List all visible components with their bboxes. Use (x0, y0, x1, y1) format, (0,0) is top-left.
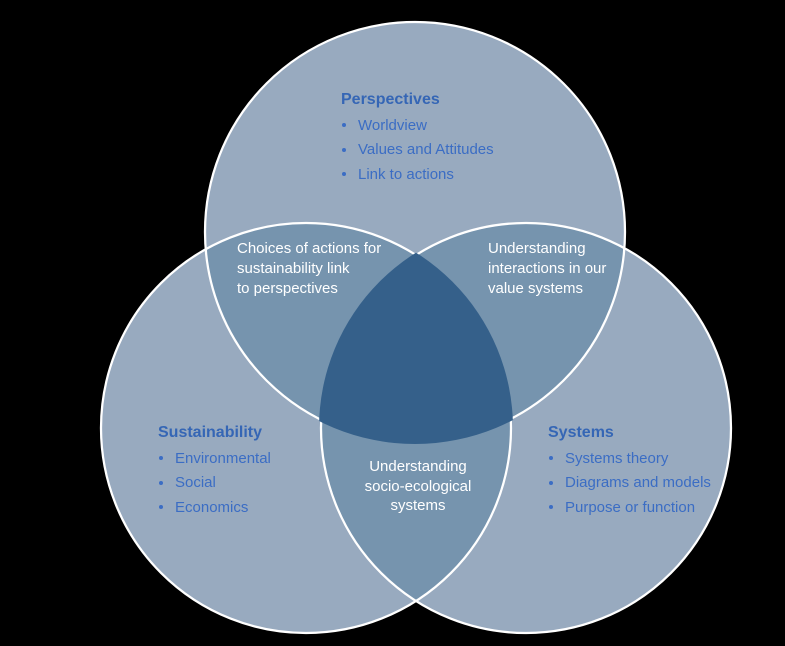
bullet-icon (549, 456, 553, 461)
outline-systems (319, 221, 733, 635)
bullet-icon (342, 172, 346, 177)
bullet-icon (342, 123, 346, 128)
list-item: Link to actions (341, 162, 494, 187)
circle-title-systems: Systems (548, 424, 614, 441)
list-item-label: Economics (175, 498, 249, 516)
overlap-text-line: value systems (488, 280, 584, 297)
list-item-label: Worldview (358, 116, 427, 134)
list-item-label: Values and Attitudes (358, 141, 494, 159)
region-triple-intersection (319, 221, 513, 444)
list-item: Systems theory (548, 446, 711, 471)
list-item: Purpose or function (548, 495, 711, 520)
overlap-text-line: systems (390, 497, 446, 514)
overlap-text-line: sustainability link (237, 260, 350, 277)
list-item-label: Diagrams and models (565, 474, 711, 492)
bullet-icon (342, 147, 346, 152)
overlap-text-line: to perspectives (237, 280, 338, 297)
list-item: Diagrams and models (548, 471, 711, 496)
list-item: Social (158, 471, 271, 496)
circle-title-sustainability: Sustainability (158, 424, 263, 441)
overlap-text-line: Understanding (488, 240, 586, 257)
overlap-text-line: Choices of actions for (237, 240, 382, 257)
list-item: Environmental (158, 446, 271, 471)
overlap-text-perspectives-systems: Understanding interactions in our value … (488, 239, 606, 299)
circle-title-perspectives: Perspectives (341, 91, 440, 108)
bullet-icon (549, 480, 553, 485)
list-item-label: Purpose or function (565, 498, 696, 516)
bullet-icon (159, 505, 163, 510)
circle-label-group-perspectives: Perspectives Worldview Values and Attitu… (341, 90, 494, 187)
overlap-text-line: socio-ecological (364, 477, 472, 495)
bullet-icon (159, 456, 163, 461)
list-item: Economics (158, 495, 271, 520)
overlap-text-line: Understanding (369, 458, 467, 475)
overlap-text-sustainability-systems: Understanding socio-ecological systems (318, 457, 518, 516)
bullet-icon (549, 505, 553, 510)
list-item-label: Systems theory (565, 449, 669, 467)
circle-label-group-systems: Systems Systems theory Diagrams and mode… (548, 423, 711, 520)
list-item-label: Social (175, 474, 216, 492)
list-item-label: Environmental (175, 449, 271, 467)
outline-sustainability (99, 221, 513, 635)
overlap-text-line: interactions in our (488, 260, 607, 277)
list-item-label: Link to actions (358, 165, 454, 183)
bullet-icon (159, 480, 163, 485)
circle-label-group-sustainability: Sustainability Environmental Social Econ… (158, 423, 271, 520)
list-item: Values and Attitudes (341, 138, 494, 163)
overlap-text-perspectives-sustainability: Choices of actions for sustainability li… (237, 239, 381, 299)
list-item: Worldview (341, 113, 494, 138)
